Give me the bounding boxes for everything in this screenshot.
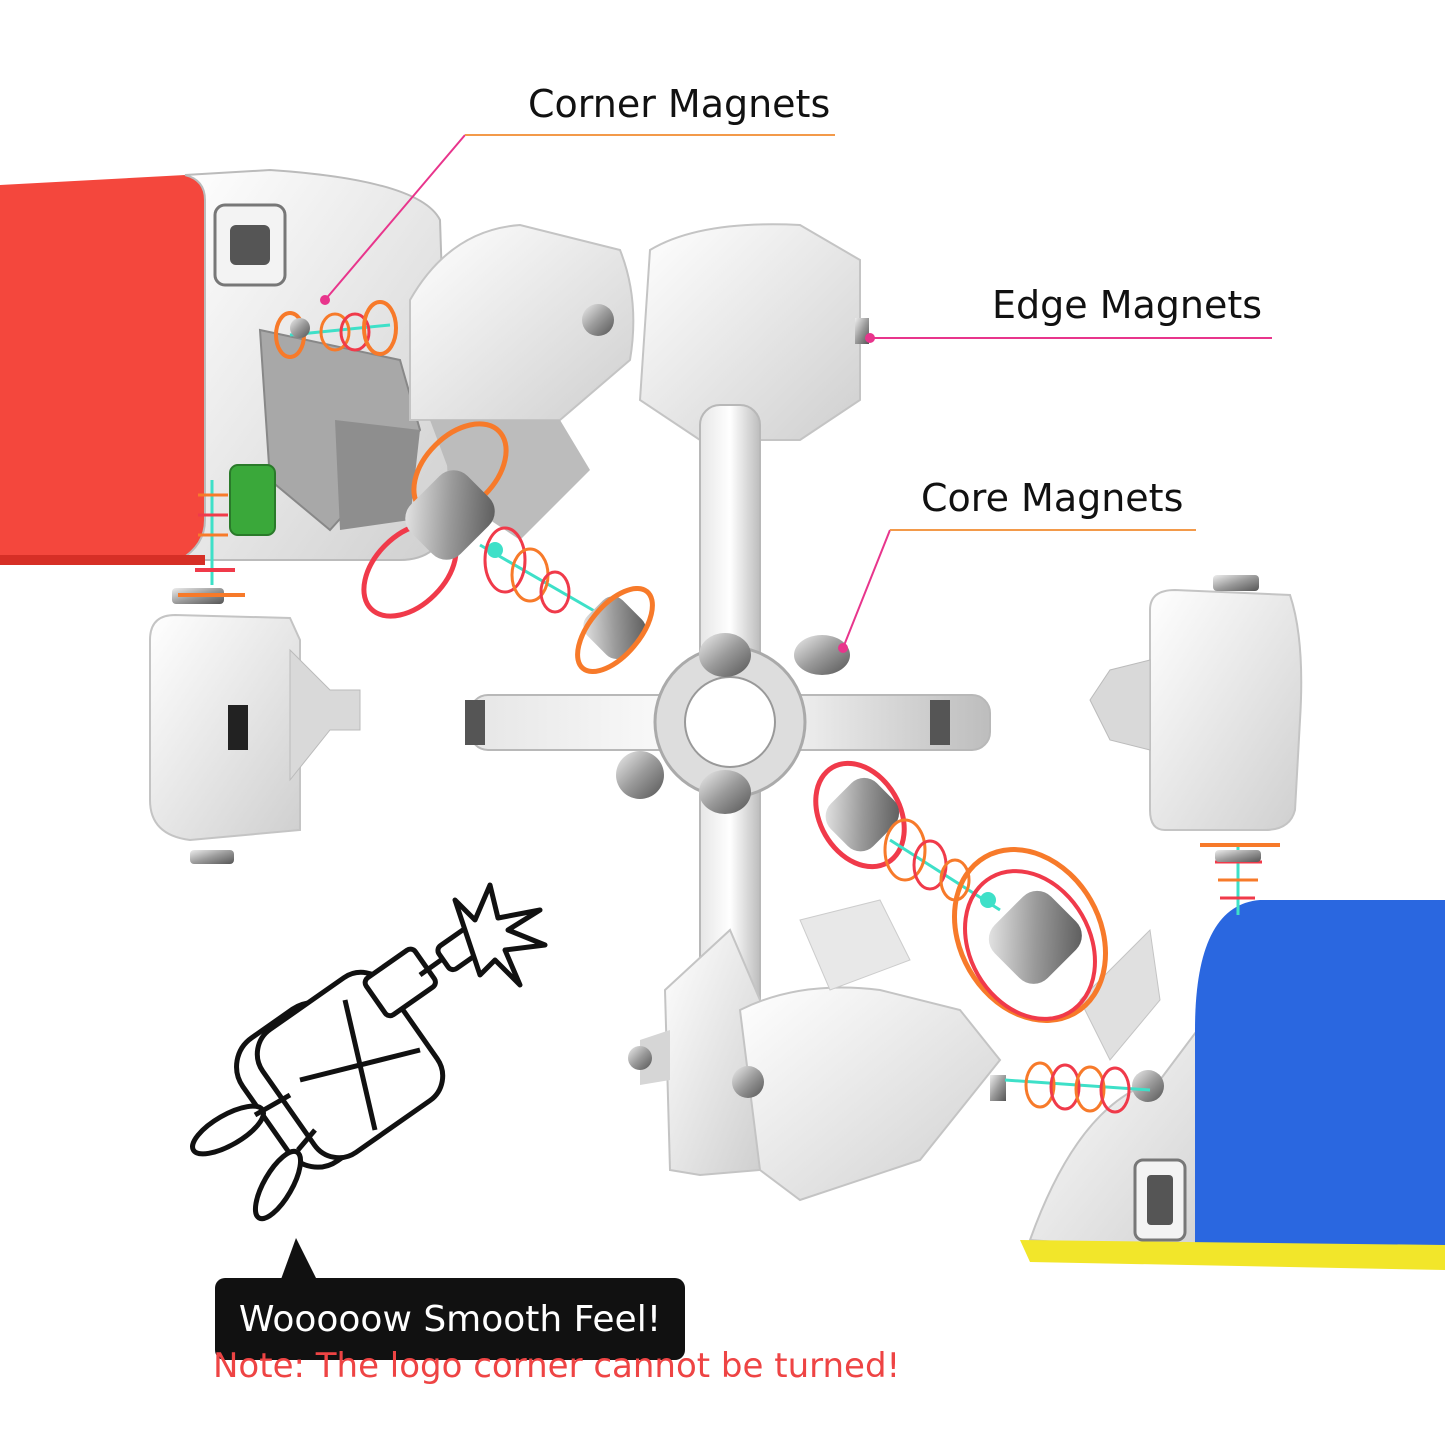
leader-lines bbox=[320, 134, 1272, 653]
core-frame bbox=[465, 404, 991, 1041]
corner-edge-attraction-right bbox=[1200, 843, 1280, 915]
bottom-edge-piece-left bbox=[628, 928, 761, 1177]
core-magnet-attraction-lower bbox=[813, 760, 1151, 1114]
right-edge-piece bbox=[1089, 575, 1303, 831]
corner-magnets-label: Corner Magnets bbox=[528, 82, 831, 126]
edge-magnets-label: Edge Magnets bbox=[992, 283, 1263, 327]
cube-mascot-icon bbox=[190, 882, 548, 1222]
bubble-text: Wooooow Smooth Feel! bbox=[238, 1298, 662, 1340]
top-edge-piece-right bbox=[638, 223, 869, 441]
corner-edge-attraction-left bbox=[178, 480, 245, 597]
speech-bubble: Wooooow Smooth Feel! bbox=[215, 1278, 685, 1360]
core-magnets-label: Core Magnets bbox=[921, 476, 1184, 520]
core-magnet-attraction-upper bbox=[274, 300, 655, 675]
note-text: Note: The logo corner cannot be turned! bbox=[213, 1346, 901, 1386]
bubble-tail bbox=[280, 1238, 318, 1282]
top-edge-piece-left bbox=[409, 223, 635, 540]
red-corner-piece bbox=[0, 168, 452, 565]
blue-corner-piece bbox=[1020, 900, 1445, 1270]
bottom-edge-piece-right bbox=[732, 899, 1006, 1202]
left-edge-piece bbox=[149, 588, 361, 864]
